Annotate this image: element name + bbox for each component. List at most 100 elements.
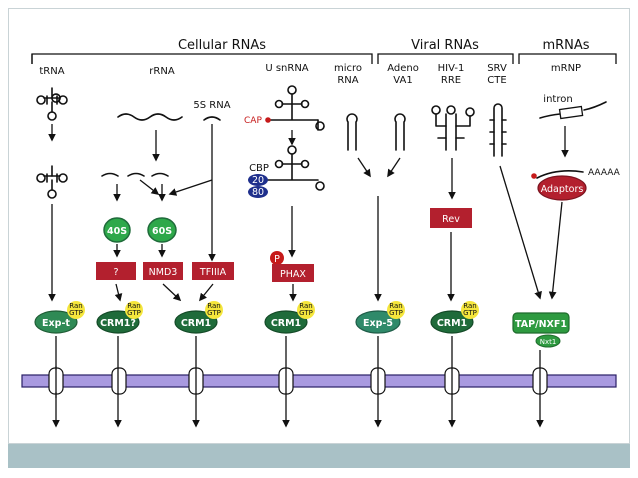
adaptors-ellipse [537,175,587,201]
arrow-adeno [387,157,401,178]
ran-gtp-crm1q [125,301,143,319]
cbp-label: CBP [249,163,269,174]
adaptor-unknown-box [96,262,136,280]
spliced-mrna [536,170,584,179]
header-cellular-rnas: Cellular RNAs [178,38,266,53]
header-mrnas: mRNAs [542,38,589,53]
label-hiv-line2: RRE [441,75,461,86]
subunit-60s [147,217,177,243]
polya-label: AAAAA [588,168,621,178]
cbp20-label: 20 [252,175,264,186]
receptor-expt-label: Exp-t [42,318,70,329]
phospho-circle [270,251,284,265]
ran-gtp-crm1-b [297,301,315,319]
nxt1-ellipse [535,334,561,348]
receptor-crm1-c [430,310,474,334]
receptor-crm1-a-label: CRM1 [181,318,211,329]
arrow-cte-to-tap [499,165,542,300]
ran-gtp-crm1-c-line1: Ran [463,302,476,310]
receptor-exp5-label: Exp-5 [363,318,393,329]
receptor-crm1-c-label: CRM1 [437,318,467,329]
ran-gtp-expt-line1: Ran [69,302,82,310]
phospho-label: P [274,254,280,265]
nuclear-envelope [21,374,617,388]
adaptor-tfiiia-box [192,262,234,280]
receptor-tap-nxf1 [512,312,570,334]
arrow-frag-to-60s [139,179,160,195]
adaptor-phax-label: PHAX [280,269,306,280]
arrow-microrna [357,157,371,178]
ran-gtp-crm1-c-line2: GTP [463,309,477,317]
trna-cloverleaf-bottom [36,165,68,199]
label-trna: tRNA [39,66,64,77]
cbp80-label: 80 [252,187,264,198]
label-micro-line1: micro [334,63,362,74]
adaptor-nmd3-box [143,262,183,280]
ran-gtp-exp5-line1: Ran [389,302,402,310]
ran-gtp-crm1-b-line1: Ran [299,302,312,310]
trna-cloverleaf-top [36,87,68,121]
label-rrna: rRNA [149,66,175,77]
mrna-cap-dot [531,173,537,179]
ran-gtp-crm1-a-line2: GTP [207,309,221,317]
ran-gtp-crm1-a [205,301,223,319]
receptor-crm1-c-group: CRM1 Ran GTP [430,301,479,334]
mrnp-exon-left [539,113,561,119]
receptor-crm1-a [174,310,218,334]
mrnp-exon-right [583,101,607,111]
5s-rna-strand [203,116,221,121]
cap-dot [265,117,271,123]
cbp20-ellipse [248,174,268,186]
adaptor-nmd3-label: NMD3 [149,267,178,278]
receptor-expt [34,310,78,334]
rrna-precursor [117,113,183,121]
subunit-60s-label: 60S [152,226,172,237]
ran-gtp-crm1-b-line2: GTP [299,309,313,317]
arrow-adaptors-to-tap [548,201,563,300]
intron-label: intron [543,94,572,105]
receptor-crm1-b-label: CRM1 [271,318,301,329]
adaptors-label: Adaptors [541,184,584,195]
adaptor-phax-box [272,264,314,282]
adaptor-rev-label: Rev [442,214,460,225]
ran-gtp-expt [67,301,85,319]
microrna-hairpin [346,113,358,151]
usnrna-structure-top [267,85,325,131]
label-mrnp: mRNP [551,63,581,74]
adaptor-unknown-label: ? [113,267,118,278]
arrow-5s-to-60s [168,179,213,196]
adeno-va1-hairpin [394,113,406,151]
header-viral-rnas: Viral RNAs [411,38,479,53]
subunit-40s [103,217,131,243]
receptor-exp5 [355,310,401,334]
subunit-40s-label: 40S [107,226,127,237]
ran-gtp-crm1-a-line1: Ran [207,302,220,310]
adaptor-tfiiia-label: TFIIIA [199,267,227,278]
arrow-unknown-to-crm1q [114,283,123,302]
arrow-nmd3-to-crm1 [162,283,182,302]
receptor-crm1q-label: CRM1? [100,318,136,329]
ran-gtp-expt-line2: GTP [69,309,83,317]
receptor-crm1-a-group: CRM1 Ran GTP [174,301,223,334]
label-srv-line1: SRV [487,63,507,74]
label-micro-line2: RNA [337,75,358,86]
adaptor-rev-box [430,208,472,228]
receptor-crm1-b [264,310,308,334]
ran-gtp-exp5-line2: GTP [389,309,403,317]
hiv-rre-structure [431,105,475,151]
nxt1-label: Nxt1 [540,338,557,346]
receptor-tap-group: TAP/NXF1 Nxt1 [512,312,570,348]
nuclear-pore [111,367,127,395]
cap-label: CAP [244,116,262,126]
export-arrows [52,336,544,428]
label-srv-line2: CTE [487,75,506,86]
receptor-expt-group: Exp-t Ran GTP [34,301,85,334]
arrow-tfiiia-to-crm1 [199,283,214,302]
srv-cte-structure [489,103,507,157]
ran-gtp-crm1-c [461,301,479,319]
usnrna-structure-bottom [267,145,325,191]
label-hiv-line1: HIV-1 [438,63,465,74]
receptor-exp5-group: Exp-5 Ran GTP [355,301,405,334]
cbp80-ellipse [248,186,268,198]
